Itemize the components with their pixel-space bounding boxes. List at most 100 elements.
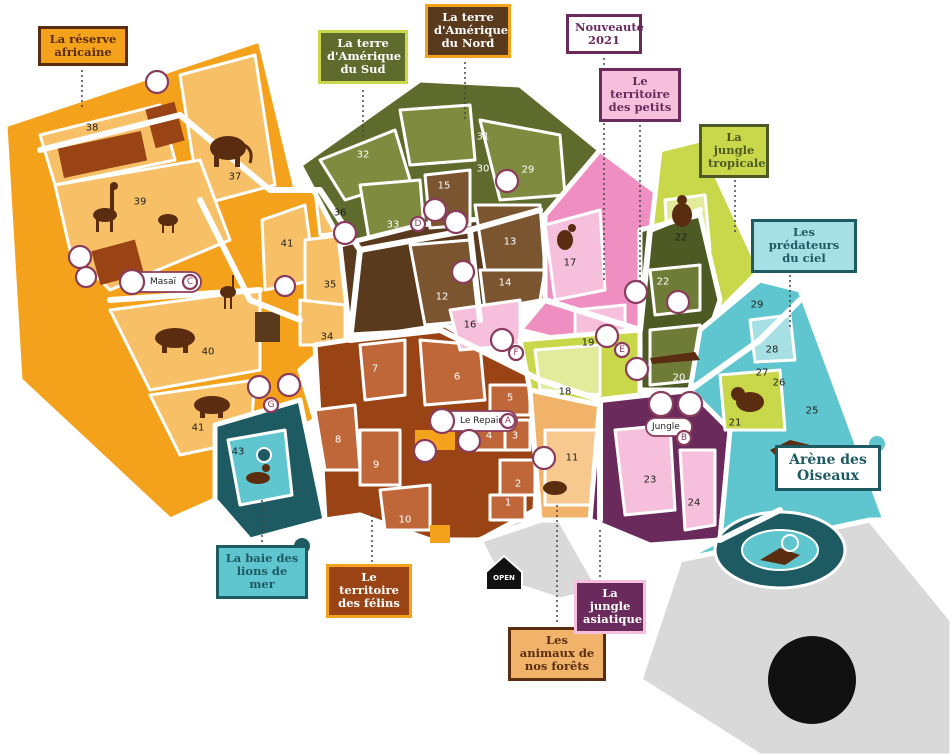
- restaurant-masai[interactable]: Masaï C: [118, 268, 202, 296]
- num-13: 13: [504, 237, 517, 248]
- enclosure-43[interactable]: [226, 428, 294, 507]
- open-label: OPEN: [493, 574, 515, 582]
- label-jungle-tropicale[interactable]: La jungle tropicale: [699, 124, 769, 178]
- num-9: 9: [373, 460, 379, 471]
- lion-icon: [731, 387, 764, 412]
- info-icon[interactable]: [531, 445, 557, 471]
- label-predateurs-ciel[interactable]: Les prédateurs du ciel: [751, 219, 857, 273]
- num-43: 43: [232, 447, 245, 458]
- enclosure-14[interactable]: [478, 268, 547, 312]
- star-icon[interactable]: [256, 447, 272, 463]
- num-28: 28: [766, 345, 779, 356]
- star-icon[interactable]: [781, 534, 799, 552]
- info-icon[interactable]: [332, 220, 358, 246]
- num-10: 10: [399, 515, 412, 526]
- picnic-icon[interactable]: [623, 279, 649, 305]
- num-5: 5: [507, 393, 513, 404]
- toilet-icon[interactable]: [456, 428, 482, 454]
- label-territoire-petits[interactable]: Le territoire des petits: [599, 68, 681, 122]
- label-animaux-forets[interactable]: Les animaux de nos forêts: [508, 627, 606, 681]
- label-territoire-felins[interactable]: Le territoire des félins: [326, 564, 412, 618]
- picnic-icon[interactable]: [412, 438, 438, 464]
- enclosure-2[interactable]: [498, 458, 537, 497]
- picnic-icon[interactable]: [624, 356, 650, 382]
- num-18: 18: [559, 387, 572, 398]
- num-2: 2: [515, 479, 521, 490]
- restaurant-jungle[interactable]: Jungle B: [645, 390, 704, 447]
- building-39: [57, 130, 148, 178]
- enclosure-32[interactable]: [398, 103, 477, 167]
- enclosure-23[interactable]: [613, 423, 677, 517]
- marker-c: [181, 273, 199, 291]
- enclosure-9[interactable]: [358, 428, 402, 487]
- toilet-icon[interactable]: [273, 274, 297, 298]
- marker-e-icon: [613, 341, 631, 359]
- num-8: 8: [335, 435, 341, 446]
- picnic-icon[interactable]: [276, 372, 302, 398]
- toilet-icon[interactable]: [246, 374, 272, 400]
- restaurant-icon: [647, 390, 675, 418]
- num-21: 21: [729, 418, 742, 429]
- sea-lion-icon: [246, 464, 270, 484]
- toilet-icon[interactable]: [74, 265, 98, 289]
- marker-g-icon: [262, 396, 280, 414]
- gorilla-icon: [672, 195, 692, 227]
- enclosure-17[interactable]: [543, 208, 607, 302]
- toilet-icon[interactable]: [489, 327, 515, 353]
- bird-arena-eagle-icon: [760, 548, 800, 565]
- num-17: 17: [564, 258, 577, 269]
- toilet-icon[interactable]: [422, 197, 448, 223]
- num-25: 25: [806, 406, 819, 417]
- marker-b: [675, 429, 693, 447]
- num-39: 38: [86, 123, 99, 134]
- num-34: 33: [387, 220, 400, 231]
- masai-letter: C: [187, 277, 193, 287]
- toilet-icon[interactable]: [67, 244, 93, 270]
- label-nouveaute[interactable]: Nouveauté 2021: [566, 14, 644, 55]
- entrance-open-sign[interactable]: OPEN: [485, 554, 523, 591]
- jungle-label: Jungle: [651, 422, 680, 432]
- zebra-icon: [158, 214, 178, 233]
- num-1: 1: [505, 498, 511, 509]
- num-36: 35: [324, 280, 337, 291]
- repaire-letter: A: [505, 416, 512, 426]
- label-arene-oiseaux[interactable]: Arène des Oiseaux: [775, 445, 881, 492]
- restaurant-icon: [428, 407, 456, 435]
- label-amerique-nord[interactable]: La terre d'Amérique du Nord: [425, 4, 511, 58]
- num-24: 24: [688, 498, 701, 509]
- building-41: [255, 312, 280, 342]
- info-icon[interactable]: [450, 259, 476, 285]
- num-3: 3: [512, 431, 518, 442]
- open-house-icon: [485, 554, 523, 591]
- enclosure-number-labels: 38 37 39 40 41 41 35 34 36 43 32 31 30 2…: [86, 123, 819, 526]
- num-14: 14: [499, 278, 512, 289]
- enclosure-24[interactable]: [678, 448, 717, 532]
- num-11: 11: [566, 453, 579, 464]
- num-4: 4: [486, 431, 492, 442]
- restaurant-icon: [118, 268, 146, 296]
- label-amerique-sud[interactable]: La terre d'Amérique du Sud: [318, 30, 408, 84]
- restaurant-le-repaire[interactable]: Le Repaire A: [428, 407, 518, 435]
- num-38: 37: [229, 172, 242, 183]
- marker-f-text: F: [513, 348, 518, 358]
- rhino-icon-2: [194, 396, 230, 418]
- enclosure-7[interactable]: [358, 338, 407, 402]
- label-jungle-asiatique[interactable]: La jungle asiatique: [574, 580, 646, 634]
- num-42: 41: [281, 239, 294, 250]
- info-icon[interactable]: [144, 69, 170, 95]
- label-reserve-africaine[interactable]: La réserve africaine: [38, 26, 128, 67]
- picnic-icon[interactable]: [443, 209, 469, 235]
- num-32: 31: [477, 132, 490, 143]
- label-baie-lions[interactable]: La baie des lions de mer: [216, 545, 308, 599]
- enclosure-1[interactable]: [488, 493, 527, 522]
- num-20: 20: [673, 373, 686, 384]
- num-6: 6: [454, 372, 460, 383]
- info-icon[interactable]: [494, 168, 520, 194]
- toilet-icon[interactable]: [594, 323, 620, 349]
- num-26: 26: [773, 378, 786, 389]
- num-15: 15: [438, 181, 451, 192]
- info-icon[interactable]: [665, 289, 691, 315]
- num-37: 36: [334, 208, 347, 219]
